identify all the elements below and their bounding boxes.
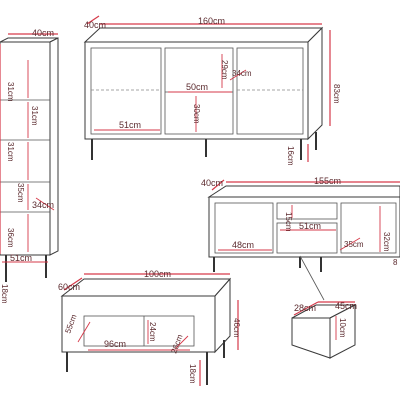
tv-stand-top [207, 185, 400, 198]
sideboard-leg-height-label: 16cm [286, 146, 295, 166]
tv-stand-left-compartment [214, 202, 274, 254]
tv-stand-width-label: 155cm [314, 176, 341, 186]
coffee-table-body [61, 295, 216, 353]
tall-cabinet-shelf-label: 36cm [6, 228, 15, 248]
tv-stand-right-height-label: 32cm [382, 232, 391, 252]
tv-stand: 40cm 155cm 48cm 15cm 51cm 35cm 32cm 8 [201, 176, 400, 272]
tall-cabinet-side [49, 37, 59, 256]
coffee-table-depth-label: 60cm [58, 282, 80, 292]
tall-cabinet-shelf-label: 35cm [16, 183, 25, 203]
tv-stand-body [208, 196, 400, 258]
sideboard-top [83, 27, 324, 43]
drawer-width-label: 45cm [335, 301, 357, 311]
tv-stand-left-width-label: 48cm [232, 240, 254, 250]
sideboard-center-width-label: 50cm [186, 82, 208, 92]
sideboard-shelf-height-label: 29cm [220, 60, 229, 80]
coffee-table-compartment-height-label: 24cm [148, 322, 157, 342]
sideboard-body [84, 41, 309, 140]
coffee-table-compartment [83, 315, 195, 347]
sideboard: 40cm 160cm 83cm 29cm 34cm 50cm 30cm 51cm… [83, 15, 341, 166]
coffee-table-leg-height-label: 18cm [188, 364, 197, 384]
coffee-table: 60cm 100cm 55cm 24cm 96cm 26cm 46cm 18cm [58, 269, 241, 386]
tall-cabinet-top [0, 37, 59, 43]
tv-stand-drawer-width-label: 51cm [299, 221, 321, 231]
coffee-table-inner-width-label: 96cm [104, 339, 126, 349]
drawer-detail: 28cm 45cm 10cm [291, 255, 357, 359]
tv-stand-center-compartment [276, 222, 338, 254]
tall-cabinet-shelf-label: 31cm [6, 142, 15, 162]
sideboard-side [307, 26, 323, 141]
coffee-table-side [214, 277, 231, 354]
tall-cabinet-depth-label: 40cm [32, 28, 54, 38]
tall-cabinet-shelf-label: 31cm [6, 82, 15, 102]
drawer-depth-label: 10cm [338, 318, 347, 338]
coffee-table-top [60, 278, 232, 297]
tv-stand-depth-label: 40cm [201, 178, 223, 188]
sideboard-depth-label: 40cm [84, 20, 106, 30]
tv-stand-drawer [276, 202, 338, 220]
drawer-pointer-line [299, 255, 325, 301]
sideboard-side-width-label: 51cm [119, 120, 141, 130]
tv-stand-right-compartment [340, 202, 397, 254]
sideboard-door-left [90, 47, 162, 135]
tv-stand-inner-depth-label: 35cm [344, 240, 364, 249]
drawer-height-label: 28cm [294, 303, 316, 313]
tall-cabinet-leg-label: 18cm [0, 284, 9, 304]
drawer-front [291, 317, 331, 359]
tall-cabinet-body [0, 41, 51, 256]
coffee-table-height-label: 46cm [232, 318, 241, 338]
tall-cabinet-inner-depth-label: 34cm [32, 200, 54, 210]
coffee-table-width-label: 100cm [144, 269, 171, 279]
tall-cabinet-width-label: 51cm [10, 253, 32, 263]
tv-stand-drawer-height-label: 15cm [284, 212, 293, 232]
sideboard-width-label: 160cm [198, 16, 225, 26]
sideboard-door-right [236, 47, 304, 135]
tv-stand-partial-label: 8 [393, 258, 398, 267]
sideboard-center-height-label: 30cm [192, 104, 201, 124]
sideboard-height-label: 83cm [332, 84, 341, 104]
tall-cabinet-shelf-label: 31cm [30, 106, 39, 126]
sideboard-inner-depth-label: 34cm [232, 69, 252, 78]
tall-cabinet: 40cm 31cm 31cm 31cm 35cm 36cm 34cm 51cm … [0, 28, 59, 304]
sideboard-center-compartment [164, 47, 234, 135]
